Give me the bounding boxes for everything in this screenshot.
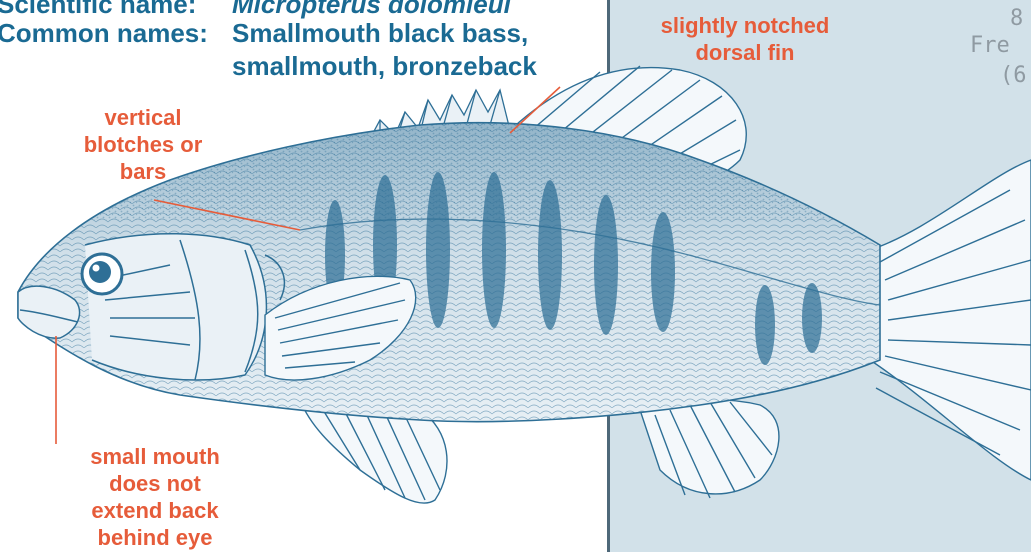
dorsal-fin-annotation: slightly notched dorsal fin bbox=[650, 12, 840, 66]
common-names-label: Common names: bbox=[0, 17, 208, 49]
tail-fin bbox=[870, 160, 1031, 480]
small-mouth-annotation-line-2: does not bbox=[55, 470, 255, 497]
common-names-line-1: Smallmouth black bass, bbox=[232, 17, 528, 49]
small-mouth-annotation: small mouth does not extend back behind … bbox=[55, 443, 255, 551]
vertical-bars-annotation-line-1: vertical bbox=[68, 104, 218, 131]
vertical-bars-annotation-line-3: bars bbox=[68, 158, 218, 185]
fish-eye bbox=[82, 254, 122, 294]
dorsal-fin-annotation-line-1: slightly notched bbox=[650, 12, 840, 39]
dorsal-fin-annotation-line-2: dorsal fin bbox=[650, 39, 840, 66]
common-names-line-2: smallmouth, bronzeback bbox=[232, 50, 537, 82]
small-mouth-annotation-line-1: small mouth bbox=[55, 443, 255, 470]
vertical-bars-annotation: vertical blotches or bars bbox=[68, 104, 218, 185]
anal-fin bbox=[640, 400, 779, 498]
fish-head bbox=[85, 234, 284, 380]
vertical-bars-annotation-line-2: blotches or bbox=[68, 131, 218, 158]
small-mouth-annotation-line-3: extend back bbox=[55, 497, 255, 524]
small-mouth-annotation-line-4: behind eye bbox=[55, 524, 255, 551]
